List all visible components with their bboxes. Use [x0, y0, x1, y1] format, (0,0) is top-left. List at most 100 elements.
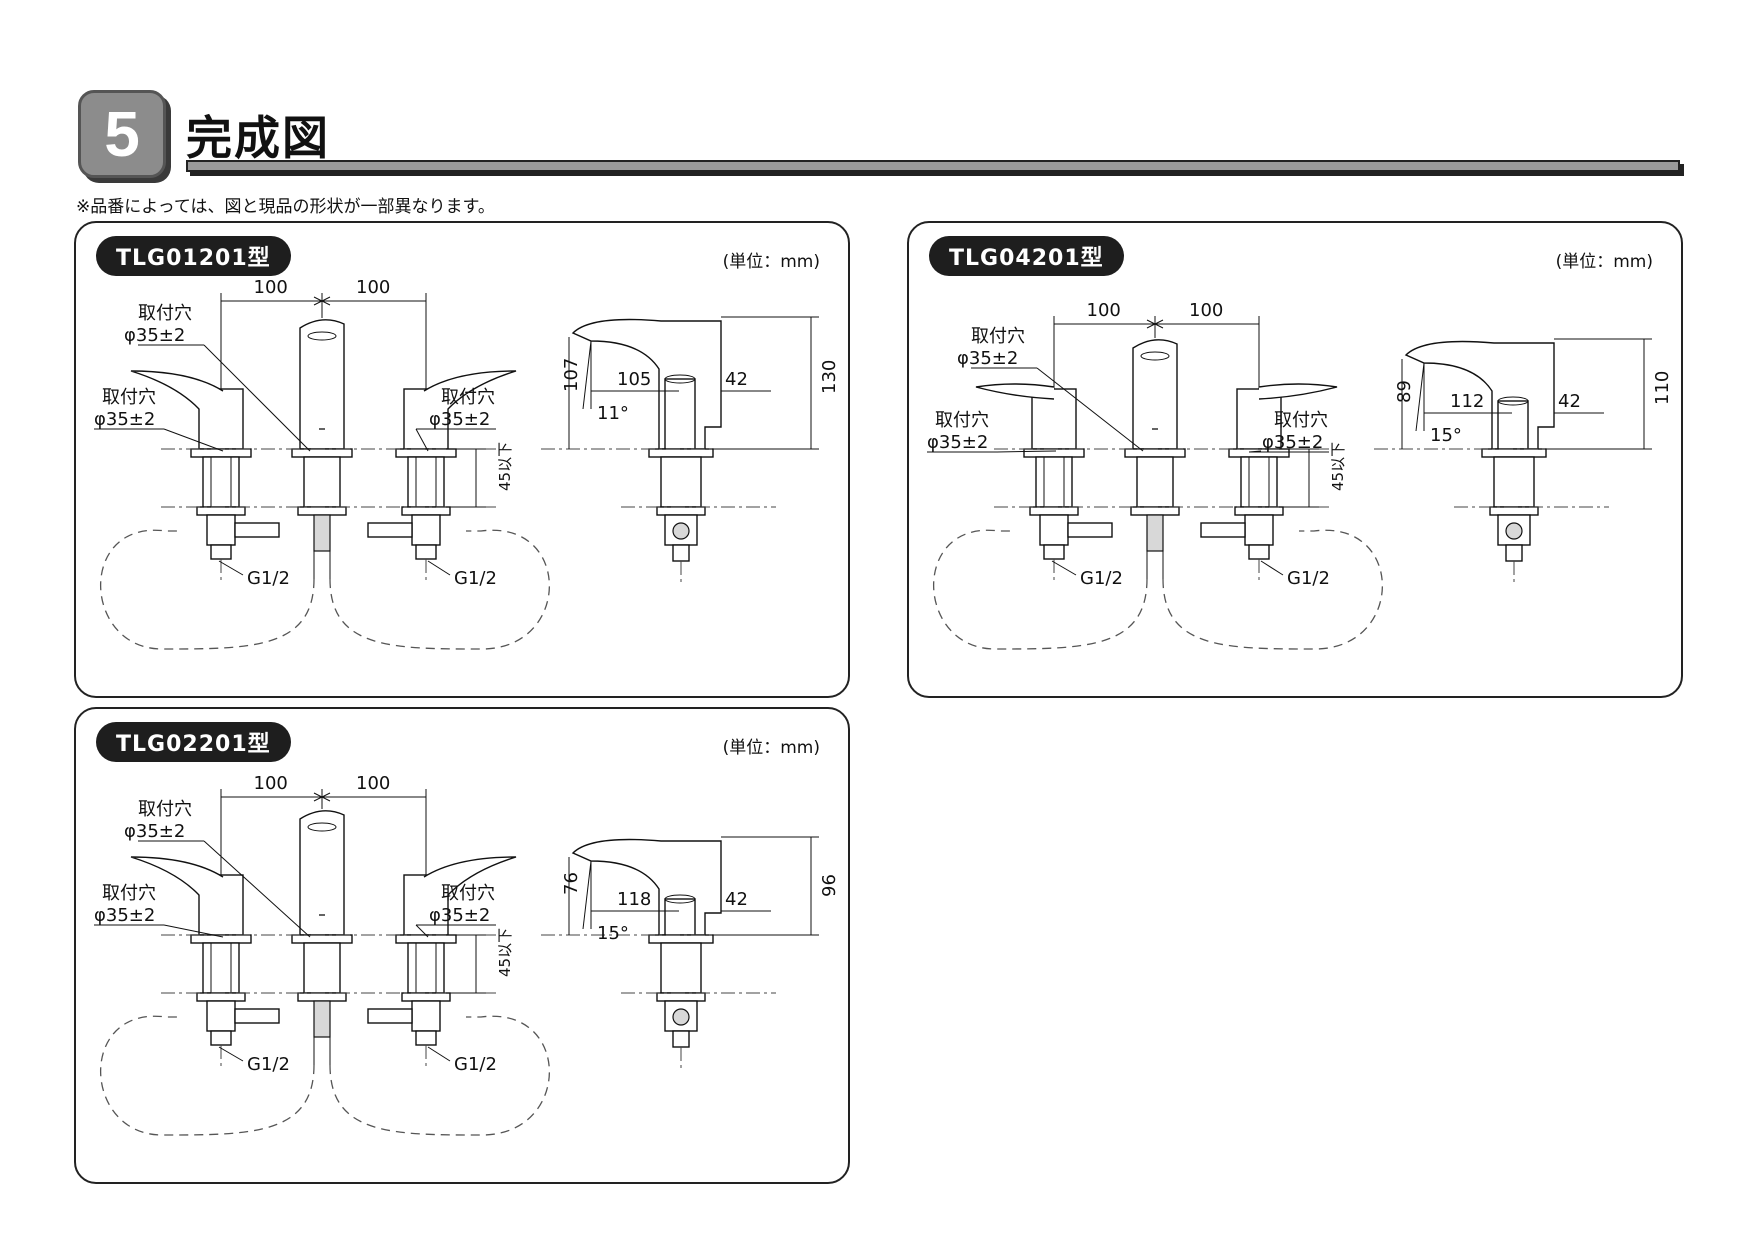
mount-hole-value: φ35±2 [927, 432, 988, 453]
lever-handle [1258, 383, 1338, 400]
valve-outlet [1248, 544, 1270, 560]
section-title: 完成図 [186, 111, 330, 165]
lever-handle [975, 383, 1055, 400]
pipe-thread-label: G1/2 [454, 1054, 497, 1075]
leader-line [415, 428, 429, 452]
model-label: TLG04201型 [929, 236, 1124, 276]
reach-label: 112 [1450, 391, 1484, 412]
spout-tube [1146, 514, 1164, 552]
leader-line [996, 450, 1057, 453]
valve-outlet [415, 544, 437, 560]
valve-outlet [415, 1030, 437, 1046]
lever-handle [423, 856, 517, 896]
side-escutcheon [648, 934, 714, 944]
supply-connector [234, 522, 280, 538]
offset-label: 42 [725, 889, 748, 910]
valve-body [206, 1000, 236, 1032]
valve-body [411, 1000, 441, 1032]
valve-outlet [210, 1030, 232, 1046]
shank [407, 456, 445, 508]
hose-loop-right [329, 529, 551, 650]
mount-hole-value: φ35±2 [124, 821, 185, 842]
spout-outlet [307, 822, 337, 832]
section-number: 5 [104, 98, 140, 170]
leader-line [415, 924, 429, 938]
mount-hole-label: 取付穴 [1274, 410, 1328, 431]
deck-thickness-label: 45以下 [1329, 442, 1347, 491]
valve-outlet [1043, 544, 1065, 560]
pipe-thread-label: G1/2 [247, 568, 290, 589]
offset-label: 42 [1558, 391, 1581, 412]
escutcheon [291, 934, 353, 944]
title-underline [186, 160, 1680, 172]
supply-connector [367, 522, 413, 538]
leader-line [1248, 450, 1262, 453]
height-spout-label: 107 [561, 358, 582, 392]
side-outlet [672, 1030, 690, 1048]
hose-loop-left [932, 529, 1148, 650]
model-label: TLG01201型 [96, 236, 291, 276]
spout-tube [313, 514, 331, 552]
side-shank [660, 942, 702, 994]
lock-nut [297, 992, 347, 1002]
hose-loop-left [99, 529, 315, 650]
side-outlet [672, 544, 690, 562]
lock-nut [196, 992, 246, 1002]
shank [1240, 456, 1278, 508]
side-body [664, 898, 696, 936]
side-body [664, 378, 696, 450]
spout-outlet [307, 331, 337, 341]
shank [407, 942, 445, 994]
lock-nut [297, 506, 347, 516]
side-valve [664, 514, 698, 546]
supply-connector [367, 1008, 413, 1024]
pipe-thread-label: G1/2 [1287, 568, 1330, 589]
side-lock-nut [656, 992, 706, 1002]
leader-line [163, 428, 224, 452]
escutcheon [1124, 448, 1186, 458]
dimension-label: 100 [356, 277, 390, 298]
side-lock-nut [656, 506, 706, 516]
supply-connector [1200, 522, 1246, 538]
side-escutcheon [1481, 448, 1547, 458]
height-total-label: 110 [1652, 371, 1673, 405]
lever-handle [423, 370, 517, 410]
leader-line [218, 560, 244, 576]
mount-hole-label: 取付穴 [138, 303, 192, 324]
escutcheon [1023, 448, 1085, 458]
valve-body [206, 514, 236, 546]
mount-hole-label: 取付穴 [935, 410, 989, 431]
lock-nut [1029, 506, 1079, 516]
side-shank [660, 456, 702, 508]
side-shank [1493, 456, 1535, 508]
valve-outlet [210, 544, 232, 560]
arrow-head [1153, 319, 1164, 329]
side-valve-port [672, 1008, 690, 1026]
lock-nut [1234, 506, 1284, 516]
angle-label: 11° [597, 403, 629, 424]
escutcheon [291, 448, 353, 458]
spout-outlet [1140, 351, 1170, 361]
spout-body [1132, 339, 1178, 450]
mount-hole-value: φ35±2 [429, 409, 490, 430]
angle-label: 15° [597, 923, 629, 944]
height-spout-label: 76 [561, 872, 582, 895]
supply-connector [1067, 522, 1113, 538]
dimension-label: 100 [356, 773, 390, 794]
pipe-thread-label: G1/2 [454, 568, 497, 589]
model-label: TLG02201型 [96, 722, 291, 762]
mount-hole-label: 取付穴 [138, 799, 192, 820]
valve-body [1244, 514, 1274, 546]
pipe-thread-label: G1/2 [1080, 568, 1123, 589]
mount-hole-label: 取付穴 [102, 387, 156, 408]
escutcheon [395, 448, 457, 458]
unit-label: (単位：mm) [722, 252, 820, 272]
arrow-head [320, 296, 331, 306]
deck-thickness-label: 45以下 [496, 442, 514, 491]
leader-line [203, 344, 311, 452]
mount-hole-value: φ35±2 [94, 905, 155, 926]
